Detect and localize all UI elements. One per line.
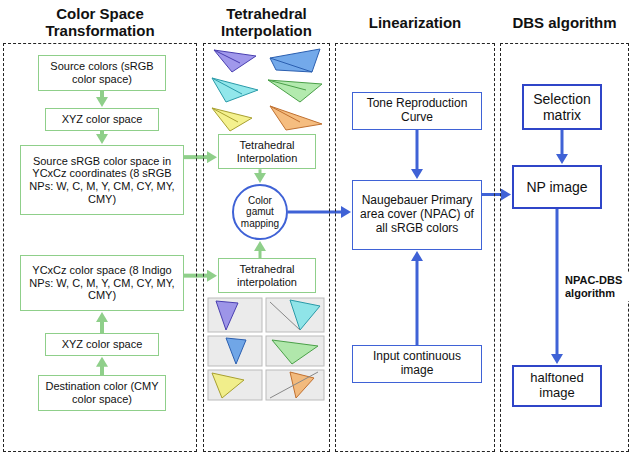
panel — [208, 370, 262, 400]
tetrahedron — [214, 50, 256, 72]
process-box: Tone Reproduction Curve — [352, 92, 482, 130]
box-label: XYZ color space — [62, 113, 143, 126]
connector-arrow — [561, 130, 564, 156]
box-label: Source sRGB color space in YCxCz coordin… — [27, 155, 177, 206]
box-label: Tone Reproduction Curve — [359, 97, 475, 125]
box-label: YCxCz color space (8 Indigo NPs: W, C, M… — [27, 264, 177, 302]
process-box: halftoned image — [512, 365, 602, 407]
panel — [266, 370, 324, 400]
tetrahedron — [270, 49, 320, 72]
process-box: Input continuous image — [352, 345, 482, 383]
column-heading: Tetrahedral Interpolation — [203, 2, 330, 42]
box-label: Tetrahedral Interpolation — [225, 139, 309, 164]
tetrahedron — [268, 80, 322, 102]
column-heading: DBS algorithm — [500, 2, 629, 42]
tetra-edge — [270, 372, 318, 398]
edge-label: NPAC-DBS algorithm — [563, 273, 631, 301]
process-box: XYZ color space — [45, 333, 159, 356]
process-box: Naugebauer Primary area cover (NPAC) of … — [352, 180, 482, 250]
process-box: Source colors (sRGB color space) — [38, 55, 166, 91]
connector-arrow — [416, 130, 419, 171]
connector-arrow — [100, 91, 104, 99]
column-heading: Color Space Transformation — [3, 2, 197, 42]
connector-arrow — [100, 365, 104, 375]
panel — [208, 298, 262, 332]
connector-arrow — [259, 169, 262, 175]
panel — [208, 336, 262, 366]
stage-column: LinearizationTone Reproduction CurveNaug… — [335, 2, 495, 452]
process-box: Tetrahedral Interpolation — [218, 134, 316, 169]
box-label: Destination color (CMY color space) — [45, 380, 159, 405]
process-box: NP image — [512, 165, 602, 209]
box-label: Input continuous image — [359, 350, 475, 378]
process-box: Tetrahedral interpolation — [218, 258, 316, 293]
stage-column: Color Space TransformationSource colors … — [3, 2, 197, 452]
box-label: XYZ color space — [62, 338, 143, 351]
box-label: halftoned image — [520, 371, 594, 401]
stage-column: DBS algorithmSelection matrix NP image hal… — [500, 2, 629, 452]
tetrahedron — [212, 373, 244, 398]
box-label: Tetrahedral interpolation — [225, 263, 309, 288]
box-label: Naugebauer Primary area cover (NPAC) of … — [359, 194, 475, 235]
connector-arrow — [556, 209, 559, 356]
tetra-edge — [270, 58, 312, 72]
process-box: Destination color (CMY color space) — [38, 375, 166, 411]
tetrahedron — [226, 338, 246, 364]
box-label: Color gamut mapping — [238, 195, 282, 230]
panel — [266, 298, 324, 332]
box-label: Selection matrix — [530, 91, 594, 123]
panel — [266, 336, 324, 366]
process-box: XYZ color space — [45, 108, 159, 131]
tetra-edge — [212, 78, 242, 94]
process-box: Source sRGB color space in YCxCz coordin… — [20, 145, 184, 215]
process-box: YCxCz color space (8 Indigo NPs: W, C, M… — [20, 255, 184, 311]
column-heading: Linearization — [335, 2, 495, 42]
process-box: Selection matrix — [522, 84, 602, 130]
box-label: Source colors (sRGB color space) — [45, 60, 159, 85]
connector-arrow — [100, 320, 104, 333]
tetra-edge — [270, 106, 300, 122]
connector-arrow — [416, 259, 419, 345]
stage-column: Tetrahedral InterpolationTetrahedral Int… — [203, 2, 330, 452]
connector-arrow — [100, 131, 104, 136]
tetrahedron — [212, 108, 252, 131]
tetra-edge — [214, 50, 240, 63]
box-label: NP image — [526, 179, 587, 195]
dashed-border — [203, 43, 330, 452]
tetrahedron — [216, 301, 238, 330]
process-circle: Color gamut mapping — [232, 184, 288, 240]
tetra-edge — [212, 108, 238, 122]
tetra-edge — [270, 302, 300, 330]
connector-arrow — [259, 249, 262, 258]
tetrahedron — [270, 106, 322, 130]
tetrahedron — [272, 340, 318, 364]
tetrahedron — [212, 78, 258, 102]
tetra-edge — [268, 80, 306, 90]
